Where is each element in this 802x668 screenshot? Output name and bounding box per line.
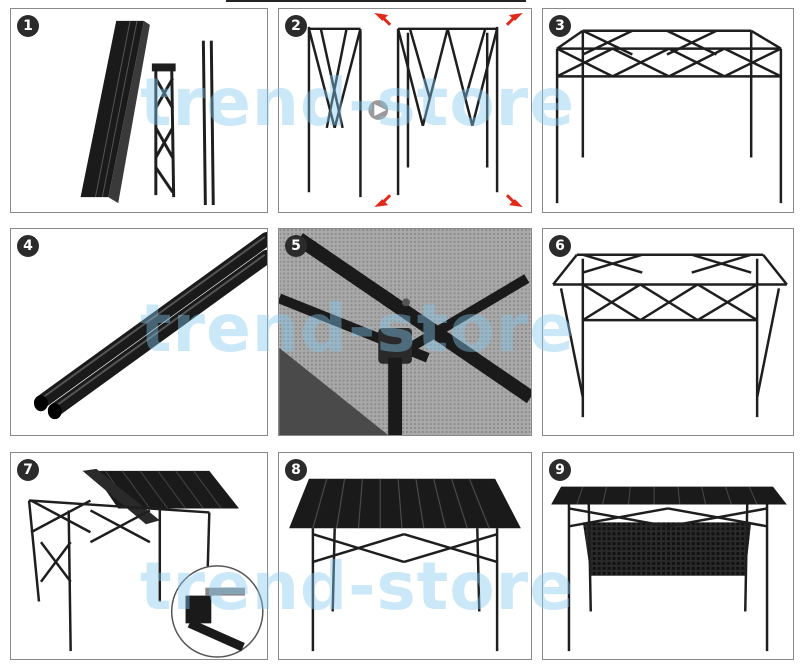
- joint-closeup-illustration: [279, 229, 531, 435]
- expanded-frame-illustration: [555, 29, 783, 204]
- table-with-storage-net-illustration: [551, 486, 787, 652]
- expanded-frame: [396, 26, 499, 196]
- step-panel-1: 1: [10, 8, 268, 213]
- step-number-badge: 1: [17, 15, 39, 37]
- step-number-badge: 8: [285, 459, 307, 481]
- storage-net: [582, 522, 752, 576]
- step-panel-3: 3: [542, 8, 794, 213]
- rods-closeup-illustration: [34, 231, 267, 420]
- step-number-badge: 4: [17, 235, 39, 257]
- folded-leg-frame: [154, 66, 176, 198]
- step-number-badge: 6: [549, 235, 571, 257]
- step-panel-9: 9: [542, 452, 794, 660]
- rod-2: [209, 40, 215, 206]
- step-panel-2: 2: [278, 8, 532, 213]
- red-arrow-icon: [374, 12, 523, 208]
- tabletop: [551, 486, 787, 505]
- step-panel-8: 8: [278, 452, 532, 660]
- step-number-badge: 3: [549, 15, 571, 37]
- assembled-table-illustration: [289, 478, 521, 652]
- step-number-badge: 7: [17, 459, 39, 481]
- step-panel-6: 6: [542, 228, 794, 436]
- step-number-badge: 9: [549, 459, 571, 481]
- frame-with-rails-illustration: [552, 253, 788, 418]
- step-panel-7: 7: [10, 452, 268, 660]
- step-number-badge: 2: [285, 15, 307, 37]
- top-divider: [226, 0, 526, 2]
- step-panel-4: 4: [10, 228, 268, 436]
- frame-expanding-illustration: [307, 12, 523, 208]
- rod-1: [201, 40, 207, 206]
- step-number-badge: 5: [285, 235, 307, 257]
- folded-table-parts-illustration: [80, 20, 215, 206]
- step-panel-5: 5: [278, 228, 532, 436]
- tabletop-attaching-illustration: [27, 468, 264, 658]
- folded-frame: [307, 26, 362, 198]
- detail-inset: [170, 565, 264, 658]
